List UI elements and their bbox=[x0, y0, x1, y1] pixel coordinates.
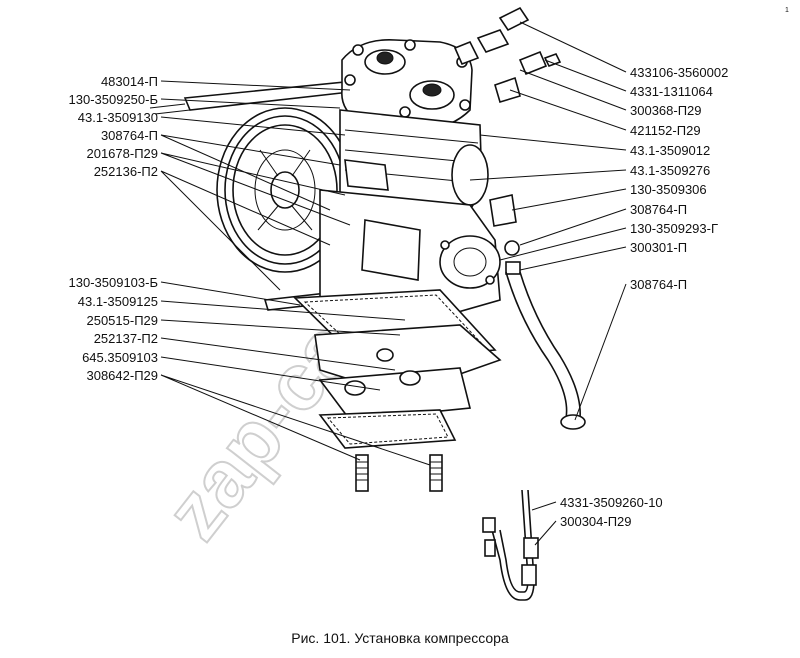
part-label: 252137-П2 bbox=[94, 331, 158, 346]
base-plates bbox=[293, 289, 502, 449]
pipe-assembly bbox=[482, 489, 539, 601]
labels-left: 483014-П 130-3509250-Б 43.1-3509130 3087… bbox=[69, 74, 159, 383]
studs bbox=[355, 454, 443, 492]
part-label: 130-3509306 bbox=[630, 182, 707, 197]
part-label: 433106-3560002 bbox=[630, 65, 728, 80]
leader-lines bbox=[160, 21, 627, 546]
part-label: 130-3509293-Г bbox=[630, 221, 718, 236]
part-label: 421152-П29 bbox=[630, 123, 701, 138]
labels-right: 433106-3560002 4331-1311064 300368-П29 4… bbox=[560, 65, 728, 529]
crankcase bbox=[319, 159, 501, 321]
cylinder-head bbox=[341, 39, 473, 129]
part-label: 645.3509103 bbox=[82, 350, 158, 365]
part-label: 308764-П bbox=[630, 202, 687, 217]
corner-mark: 1 bbox=[785, 7, 789, 14]
part-label: 130-3509103-Б bbox=[69, 275, 159, 290]
part-label: 250515-П29 bbox=[86, 313, 158, 328]
part-label: 483014-П bbox=[101, 74, 158, 89]
part-label: 252136-П2 bbox=[94, 164, 158, 179]
part-label: 308764-П bbox=[630, 277, 687, 292]
part-label: 43.1-3509125 bbox=[78, 294, 158, 309]
part-label: 300304-П29 bbox=[560, 514, 632, 529]
part-label: 300301-П bbox=[630, 240, 687, 255]
part-label: 43.1-3509012 bbox=[630, 143, 710, 158]
part-label: 300368-П29 bbox=[630, 103, 702, 118]
hose bbox=[505, 271, 586, 430]
part-label: 4331-3509260-10 bbox=[560, 495, 663, 510]
part-label: 201678-П29 bbox=[86, 146, 158, 161]
part-label: 308642-П29 bbox=[86, 368, 158, 383]
figure-caption: Рис. 101. Установка компрессора bbox=[291, 630, 509, 646]
part-label: 4331-1311064 bbox=[630, 84, 713, 99]
part-label: 43.1-3509130 bbox=[78, 110, 158, 125]
part-label: 308764-П bbox=[101, 128, 158, 143]
air-fittings bbox=[453, 6, 562, 275]
part-label: 43.1-3509276 bbox=[630, 163, 710, 178]
part-label: 130-3509250-Б bbox=[69, 92, 159, 107]
compressor-drawing bbox=[149, 6, 586, 601]
